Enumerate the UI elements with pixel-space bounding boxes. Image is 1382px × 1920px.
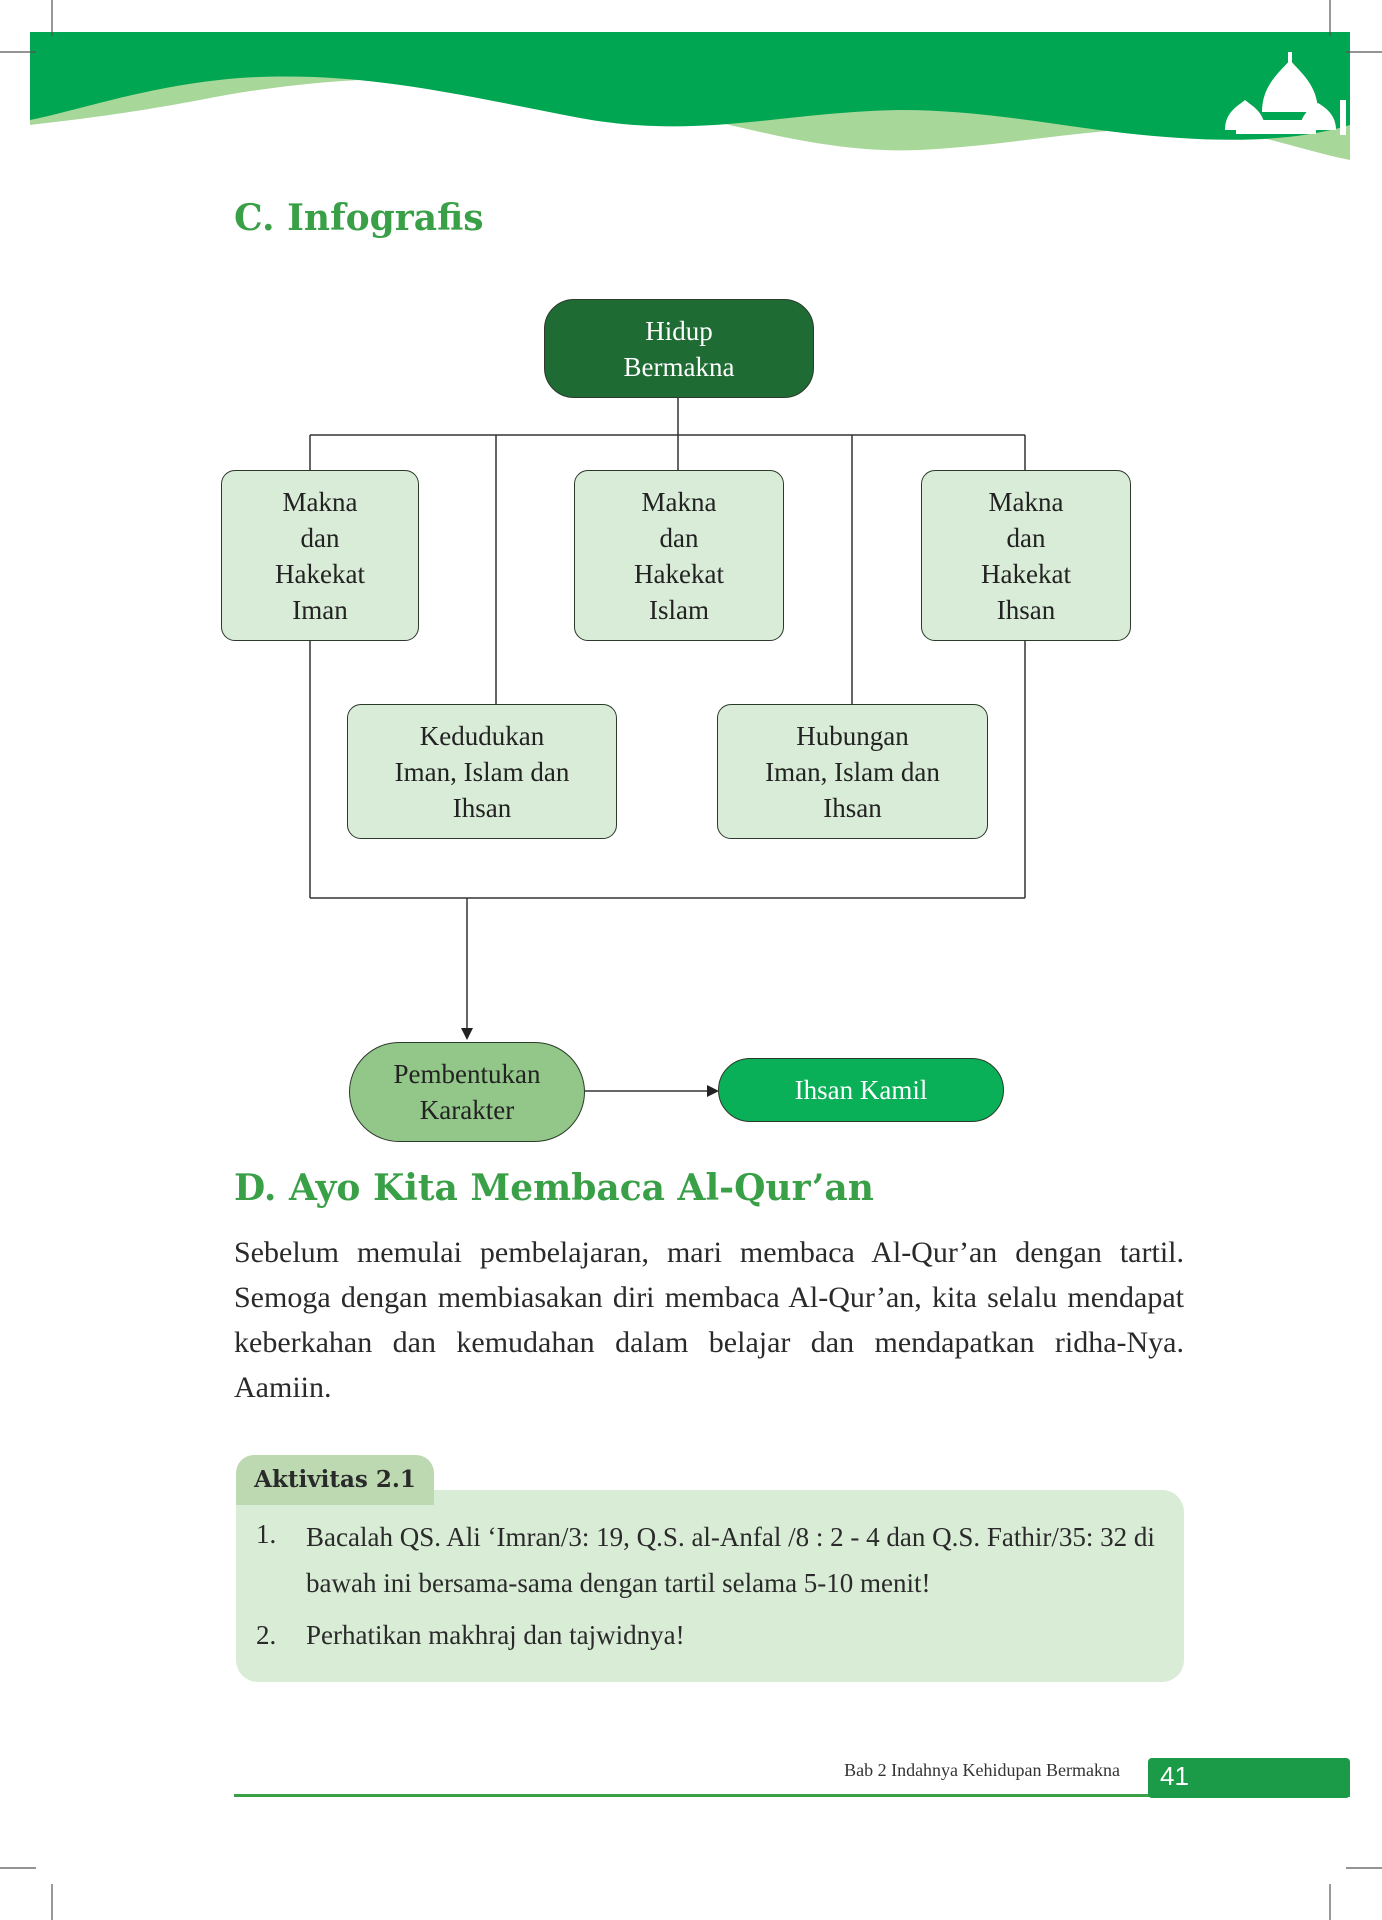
flow-node-makna-islam: Makna dan Hakekat Islam	[574, 470, 784, 641]
flow-node-makna-ihsan: Makna dan Hakekat Ihsan	[921, 470, 1131, 641]
header-banner	[30, 32, 1350, 160]
flow-node-ihsan-kamil: Ihsan Kamil	[718, 1058, 1004, 1122]
list-item-text: Bacalah QS. Ali ‘Imran/3: 19, Q.S. al-An…	[306, 1522, 1155, 1598]
footer-rule	[234, 1794, 1350, 1797]
list-item-text: Perhatikan makhraj dan tajwidnya!	[306, 1620, 685, 1650]
mosque-icon	[1225, 52, 1346, 135]
activity-title: Aktivitas 2.1	[236, 1455, 434, 1505]
page-number-badge	[1148, 1758, 1350, 1798]
flow-node-kedudukan: Kedudukan Iman, Islam dan Ihsan	[347, 704, 617, 839]
intro-paragraph: Sebelum memulai pembelajaran, mari memba…	[234, 1236, 1184, 1404]
list-item: 2. Perhatikan makhraj dan tajwidnya!	[256, 1615, 1176, 1660]
flow-node-makna-iman: Makna dan Hakekat Iman	[221, 470, 419, 641]
page-number: 41	[1160, 1761, 1189, 1791]
section-d-heading: D. Ayo Kita Membaca Al-Qur’an	[234, 1167, 874, 1209]
list-item: 1. Bacalah QS. Ali ‘Imran/3: 19, Q.S. al…	[256, 1514, 1176, 1604]
flow-node-hidup-bermakna: Hidup Bermakna	[544, 299, 814, 398]
footer-chapter-title: Bab 2 Indahnya Kehidupan Bermakna	[844, 1760, 1120, 1780]
list-item-number: 2.	[256, 1620, 277, 1650]
section-c-heading: C. Infografis	[234, 197, 484, 239]
list-item-number: 1.	[256, 1519, 277, 1549]
activity-box	[236, 1490, 1184, 1682]
flow-node-hubungan: Hubungan Iman, Islam dan Ihsan	[717, 704, 988, 839]
flow-node-pembentukan-karakter: Pembentukan Karakter	[349, 1042, 585, 1142]
